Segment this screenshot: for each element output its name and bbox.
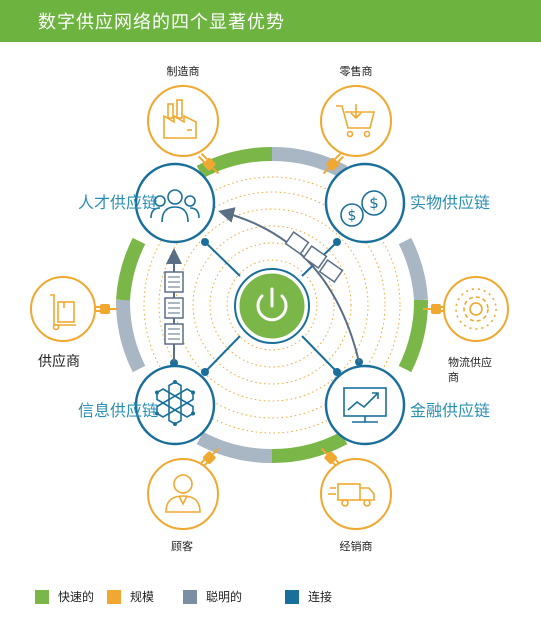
legend-swatch xyxy=(285,589,299,604)
center-node xyxy=(234,268,310,344)
label-logistics: 物流供应 商 xyxy=(448,355,496,384)
people-icon xyxy=(150,189,200,223)
ring-segment-top-green xyxy=(196,146,273,179)
label-distributor: 经销商 xyxy=(340,539,373,553)
legend-label: 聪明的 xyxy=(206,590,243,604)
legend-swatch xyxy=(107,589,121,604)
ring-segment-left-steel xyxy=(115,299,146,373)
node-talent xyxy=(134,162,216,244)
outer-ring xyxy=(115,146,429,464)
plug-icon xyxy=(322,152,345,175)
power-icon xyxy=(256,287,288,322)
concentric-rings xyxy=(143,176,401,434)
label-logistics-line2: 商 xyxy=(448,370,459,384)
person-icon xyxy=(165,474,201,513)
stakeholder-supplier xyxy=(30,276,96,342)
data-doc-icon xyxy=(284,231,310,255)
label-information: 信息供应链 xyxy=(78,401,158,420)
ring-segment-bottom-steel xyxy=(196,431,273,464)
data-doc-icon xyxy=(318,259,344,283)
label-manufacturer: 制造商 xyxy=(167,64,200,78)
page-title: 数字供应网络的四个显著优势 xyxy=(38,12,285,33)
legend-item-smart: 聪明的 xyxy=(183,588,242,605)
ring-segment-right-steel xyxy=(398,237,428,301)
box-dolly-icon xyxy=(50,294,76,331)
node-information xyxy=(134,364,216,446)
factory-icon xyxy=(163,99,197,139)
legend-label: 规模 xyxy=(130,590,155,604)
plug-icon xyxy=(92,304,118,314)
ring-segment-right-green xyxy=(398,299,429,373)
ring-segment-bottom-green xyxy=(271,431,348,464)
data-doc-icon xyxy=(302,245,328,269)
legend-item-scale: 规模 xyxy=(107,588,154,605)
plug-icon xyxy=(197,152,220,175)
ring-segment-top-steel xyxy=(271,146,348,179)
legend-label: 连接 xyxy=(308,590,333,604)
legend-swatch xyxy=(183,589,197,604)
ring-segment-left-green xyxy=(116,237,146,301)
header-bar: 数字供应网络的四个显著优势 xyxy=(0,0,541,42)
label-supplier: 供应商 xyxy=(38,353,80,370)
truck-icon xyxy=(328,483,375,507)
stakeholder-manufacturer xyxy=(147,85,219,157)
shopping-cart-icon xyxy=(336,104,376,138)
label-physical: 实物供应链 xyxy=(410,193,490,212)
svg-text:$: $ xyxy=(348,208,357,224)
node-physical: $ $ xyxy=(324,162,406,244)
gear-icon xyxy=(455,288,497,330)
stakeholder-customer xyxy=(147,458,219,530)
stakeholder-logistics xyxy=(443,276,509,342)
label-talent: 人才供应链 xyxy=(78,193,158,212)
label-retailer: 零售商 xyxy=(340,64,373,78)
data-flow-vertical xyxy=(164,248,184,362)
legend-item-fast: 快速的 xyxy=(35,588,94,605)
legend-swatch xyxy=(35,589,49,604)
svg-text:$: $ xyxy=(369,194,379,212)
legend-item-connect: 连接 xyxy=(285,588,332,605)
dollar-coins-icon xyxy=(340,190,387,227)
data-flow-curved xyxy=(218,207,360,363)
node-finance xyxy=(324,364,406,446)
stakeholder-retailer xyxy=(320,85,392,157)
label-customer: 顾客 xyxy=(171,539,193,553)
stakeholder-distributor xyxy=(320,458,392,530)
label-finance: 金融供应链 xyxy=(410,401,490,420)
label-logistics-line1: 物流供应 xyxy=(448,355,492,369)
legend-label: 快速的 xyxy=(58,590,95,604)
growth-chart-icon xyxy=(343,387,387,423)
